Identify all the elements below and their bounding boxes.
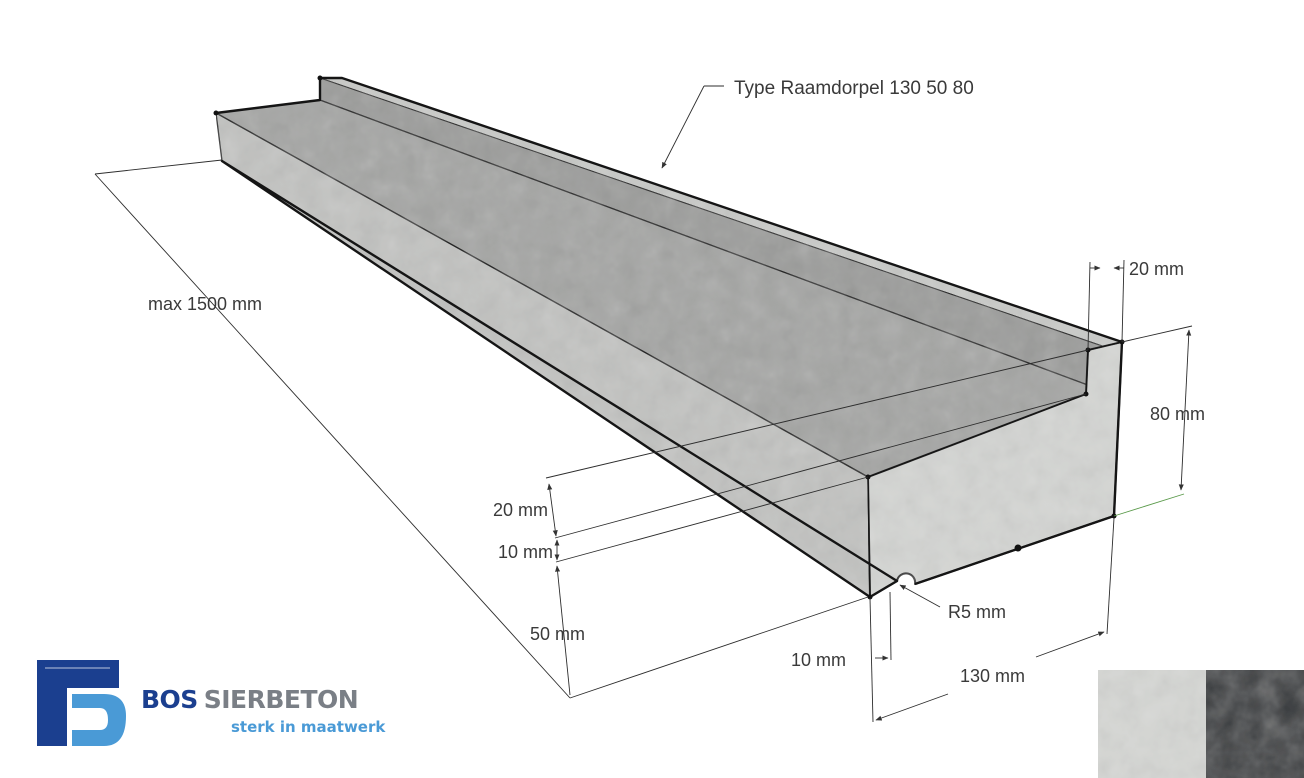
vertex-markers [213,75,1125,600]
swatch-light-concrete [1098,670,1206,778]
dimension-lines [94,85,1193,723]
material-swatches [1098,670,1304,778]
drip-radius-label: R5 mm [948,602,1006,622]
front-height-dimension-label: 50 mm [530,624,585,644]
slope-drop-dimension-label: 20 mm [493,500,548,520]
drip-offset-dimension-label: 10 mm [791,650,846,670]
height-dimension-label: 80 mm [1150,404,1205,424]
length-dimension-label: max 1500 mm [148,294,262,314]
step-width-dimension-label: 20 mm [1129,259,1184,279]
depth-dimension-label: 130 mm [960,666,1025,686]
window-sill-model [213,75,1125,600]
logo-mark-icon [37,660,126,746]
logo-tagline: sterk in maatwerk [231,718,386,736]
swatch-dark-concrete [1206,670,1304,778]
front-offset-dimension-label: 10 mm [498,542,553,562]
title-label: Type Raamdorpel 130 50 80 [734,78,974,99]
